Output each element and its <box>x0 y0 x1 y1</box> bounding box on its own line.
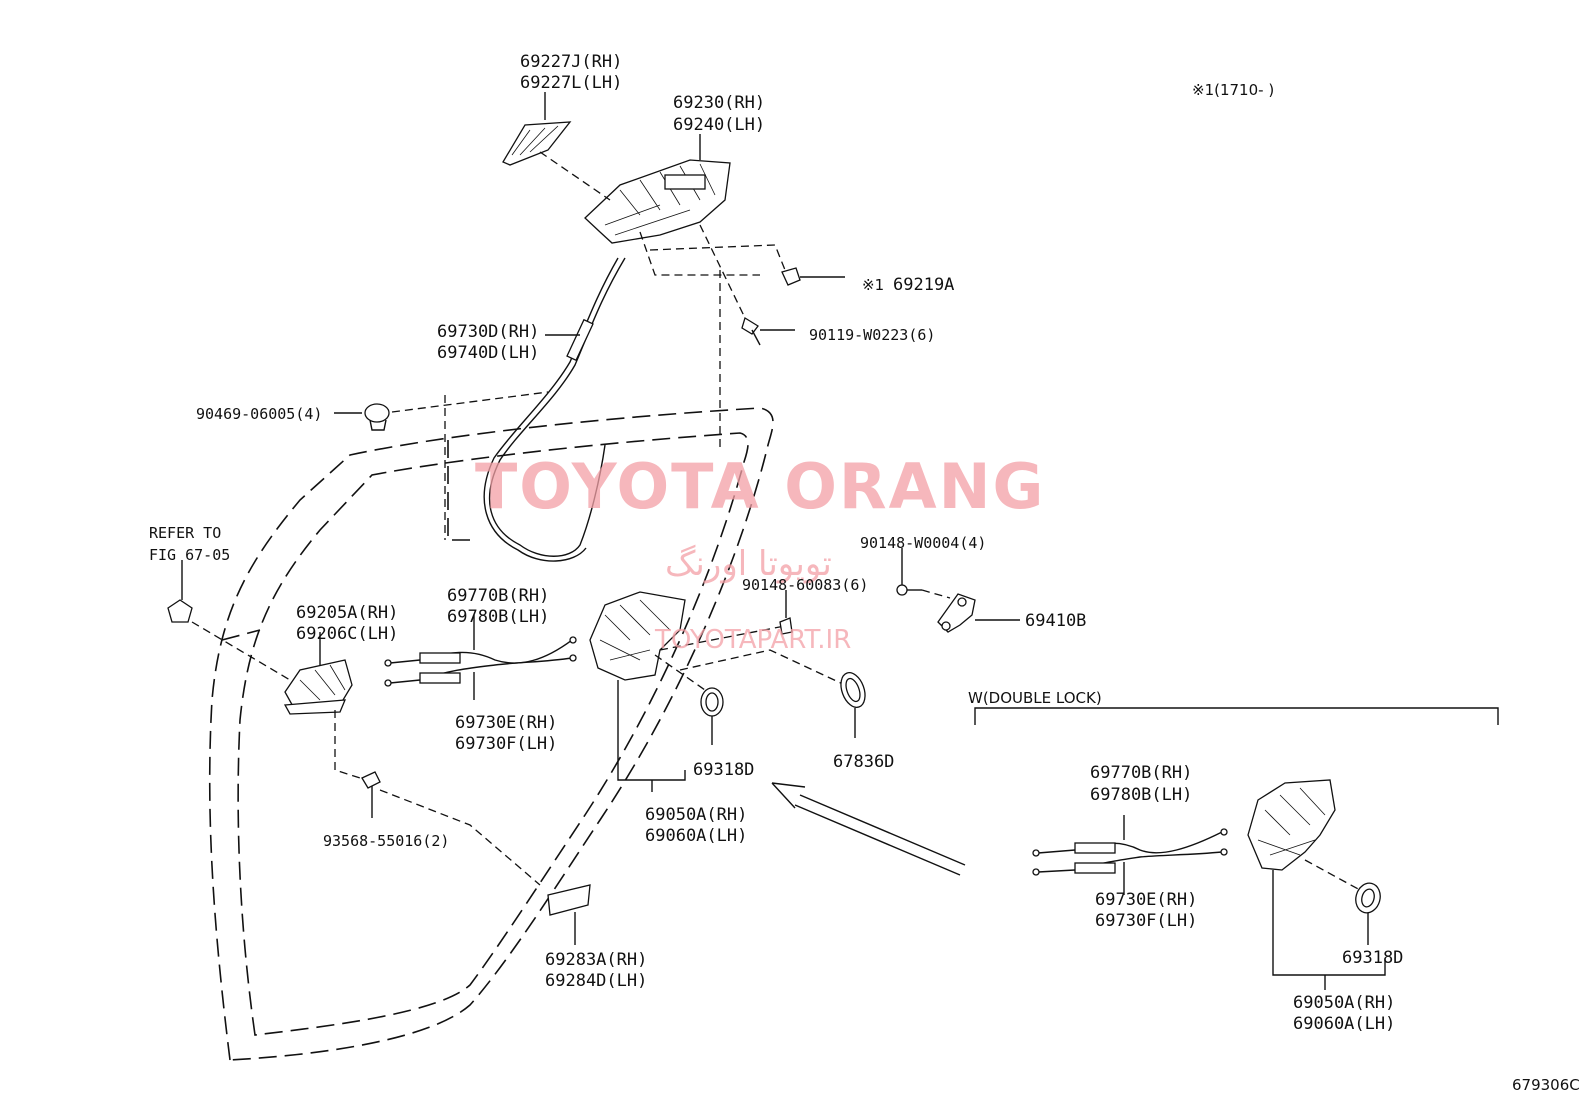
label-69410b: 69410B <box>1025 611 1086 631</box>
label-69050a: 69050A(RH) <box>645 805 747 825</box>
label-69060a: 69060A(LH) <box>645 826 747 846</box>
inside-handle-cables-part[interactable] <box>384 636 577 687</box>
door-window-frame <box>391 270 721 540</box>
screw-part[interactable] <box>741 317 761 346</box>
label-69730d: 69730D(RH) <box>437 322 539 342</box>
watermark-brand: TOYOTA ORANG <box>475 450 1045 523</box>
reference-arrow <box>771 782 966 876</box>
label-90469: 90469-06005(4) <box>196 405 322 423</box>
label-69740d: 69740D(LH) <box>437 343 539 363</box>
label-90148-60083: 90148-60083(6) <box>742 576 868 594</box>
label-dl-69730e: 69730E(RH) <box>1095 890 1197 910</box>
label-90148-w0004: 90148-W0004(4) <box>860 534 986 552</box>
watermark-persian: تویوتا اورنگ <box>665 544 832 584</box>
label-69318d: 69318D <box>693 760 754 780</box>
label-69284d: 69284D(LH) <box>545 971 647 991</box>
door-striker-part[interactable] <box>937 593 976 633</box>
bolt-part[interactable] <box>361 771 381 800</box>
door-guard-part[interactable] <box>547 884 591 916</box>
label-69770b: 69770B(RH) <box>447 586 549 606</box>
label-dl-69770b: 69770B(RH) <box>1090 763 1192 783</box>
inside-handle-part[interactable] <box>283 659 353 715</box>
label-69206c: 69206C(LH) <box>296 624 398 644</box>
outside-handle-part[interactable] <box>584 159 731 244</box>
label-69227j: 69227J(RH) <box>520 52 622 72</box>
lock-cable-part[interactable] <box>483 257 626 562</box>
lock-screw-part[interactable] <box>779 617 793 635</box>
label-69283a: 69283A(RH) <box>545 950 647 970</box>
watermark-url: TOYOTAPART.IR <box>654 625 851 655</box>
cap-part[interactable] <box>781 267 801 286</box>
door-lock-part[interactable] <box>589 591 686 681</box>
clip-part[interactable] <box>364 403 390 431</box>
label-69730f: 69730F(LH) <box>455 734 557 754</box>
label-69219a: 69219A <box>893 275 954 295</box>
label-69780b: 69780B(LH) <box>447 607 549 627</box>
striker-screw-part[interactable] <box>896 584 922 596</box>
label-93568: 93568-55016(2) <box>323 832 449 850</box>
label-69240: 69240(LH) <box>673 115 765 135</box>
double-lock-seal-part[interactable] <box>1353 880 1384 915</box>
label-note-1: ※1(1710- ) <box>1192 81 1274 99</box>
label-dl-69780b: 69780B(LH) <box>1090 785 1192 805</box>
label-69219a-mark: ※1 <box>862 276 884 294</box>
lock-seal-part[interactable] <box>700 687 724 717</box>
refer-clip-part[interactable] <box>167 599 193 623</box>
label-69205a: 69205A(RH) <box>296 603 398 623</box>
door-outline <box>208 407 774 1061</box>
label-dl-69730f: 69730F(LH) <box>1095 911 1197 931</box>
double-lock-cables-part[interactable] <box>1032 828 1228 876</box>
label-90119: 90119-W0223(6) <box>809 326 935 344</box>
handle-cover-part[interactable] <box>502 121 572 166</box>
door-seal-part[interactable] <box>837 669 870 710</box>
label-dl-69050a: 69050A(RH) <box>1293 993 1395 1013</box>
part-labels: 69227J(RH) 69227L(LH) 69230(RH) 69240(LH… <box>149 52 1580 1094</box>
label-dl-69060a: 69060A(LH) <box>1293 1014 1395 1034</box>
double-lock-bracket <box>974 707 1499 725</box>
label-double-lock: W(DOUBLE LOCK) <box>968 689 1102 707</box>
label-dl-69318d: 69318D <box>1342 948 1403 968</box>
label-69227l: 69227L(LH) <box>520 73 622 93</box>
label-69230: 69230(RH) <box>673 93 765 113</box>
double-lock-door-lock-part[interactable] <box>1247 779 1336 871</box>
label-refer-1: REFER TO <box>149 524 221 542</box>
watermark: TOYOTA ORANG تویوتا اورنگ TOYOTAPART.IR <box>475 450 1045 655</box>
figure-code: 679306C <box>1512 1076 1580 1094</box>
label-67836d: 67836D <box>833 752 894 772</box>
label-69730e: 69730E(RH) <box>455 713 557 733</box>
label-refer-2: FIG 67-05 <box>149 546 230 564</box>
